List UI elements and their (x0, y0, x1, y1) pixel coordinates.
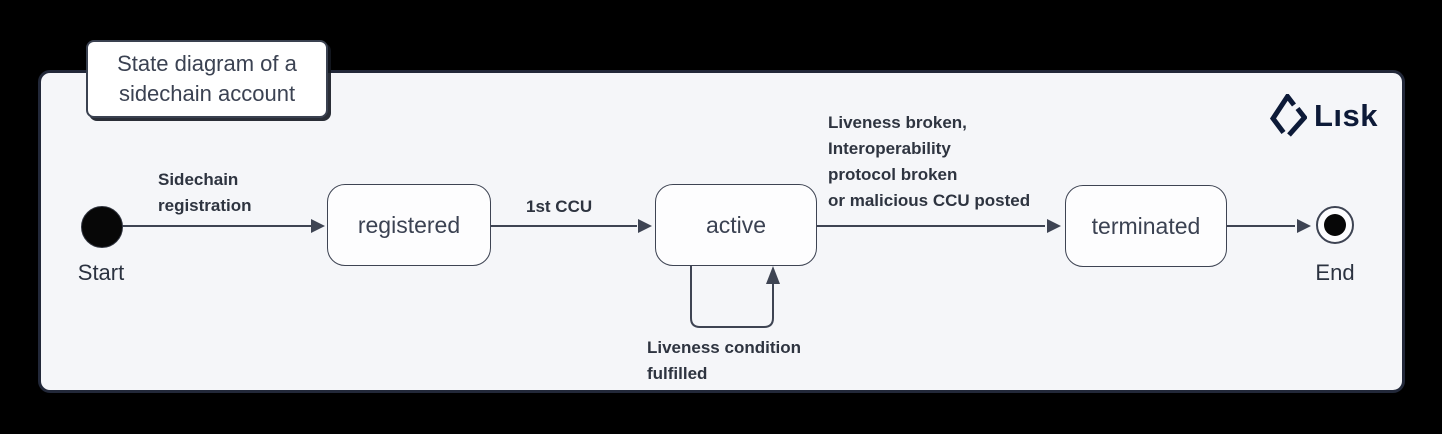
arrowhead-start-registered (311, 219, 325, 233)
arrowhead-active-terminated (1047, 219, 1061, 233)
edge-active-selfloop (690, 264, 774, 328)
lisk-diamond-icon (1270, 94, 1307, 137)
lisk-wordmark: Lısk (1314, 98, 1379, 133)
end-state-inner-dot (1324, 214, 1346, 236)
edge-label-sidechain-registration: Sidechain registration (158, 167, 252, 219)
lisk-logo: Lısk (1270, 94, 1378, 138)
start-state-node (81, 206, 123, 248)
edge-label-line: Interoperability (828, 139, 951, 158)
edge-label-line: Liveness broken, (828, 113, 967, 132)
state-node-terminated: terminated (1065, 185, 1227, 267)
start-label: Start (77, 260, 125, 285)
edge-label-line: Sidechain (158, 170, 239, 189)
state-label-registered: registered (357, 211, 461, 238)
edge-label-liveness-broken: Liveness broken, Interoperability protoc… (828, 110, 1030, 214)
edge-label-first-ccu: 1st CCU (526, 194, 592, 220)
edge-label-line: fulfilled (647, 364, 708, 383)
arrowhead-selfloop (766, 266, 780, 284)
edge-label-line: 1st CCU (526, 197, 593, 216)
state-label-terminated: terminated (1091, 212, 1201, 239)
state-node-registered: registered (327, 184, 491, 266)
state-node-active: active (655, 184, 817, 266)
edge-label-line: protocol broken (828, 165, 958, 184)
edge-label-liveness-condition: Liveness condition fulfilled (647, 335, 801, 387)
diagram-title-line-1: State diagram of a (117, 51, 297, 76)
diagram-title-line-2: sidechain account (118, 81, 296, 106)
state-label-active: active (705, 211, 767, 238)
arrowhead-terminated-end (1297, 219, 1311, 233)
edge-label-line: or malicious CCU posted (828, 191, 1031, 210)
end-label: End (1315, 260, 1355, 285)
arrowhead-registered-active (638, 219, 652, 233)
diagram-title-box: State diagram of a sidechain account (86, 40, 328, 118)
end-state-node (1316, 206, 1354, 244)
edge-label-line: registration (158, 196, 252, 215)
edge-label-line: Liveness condition (647, 338, 801, 357)
